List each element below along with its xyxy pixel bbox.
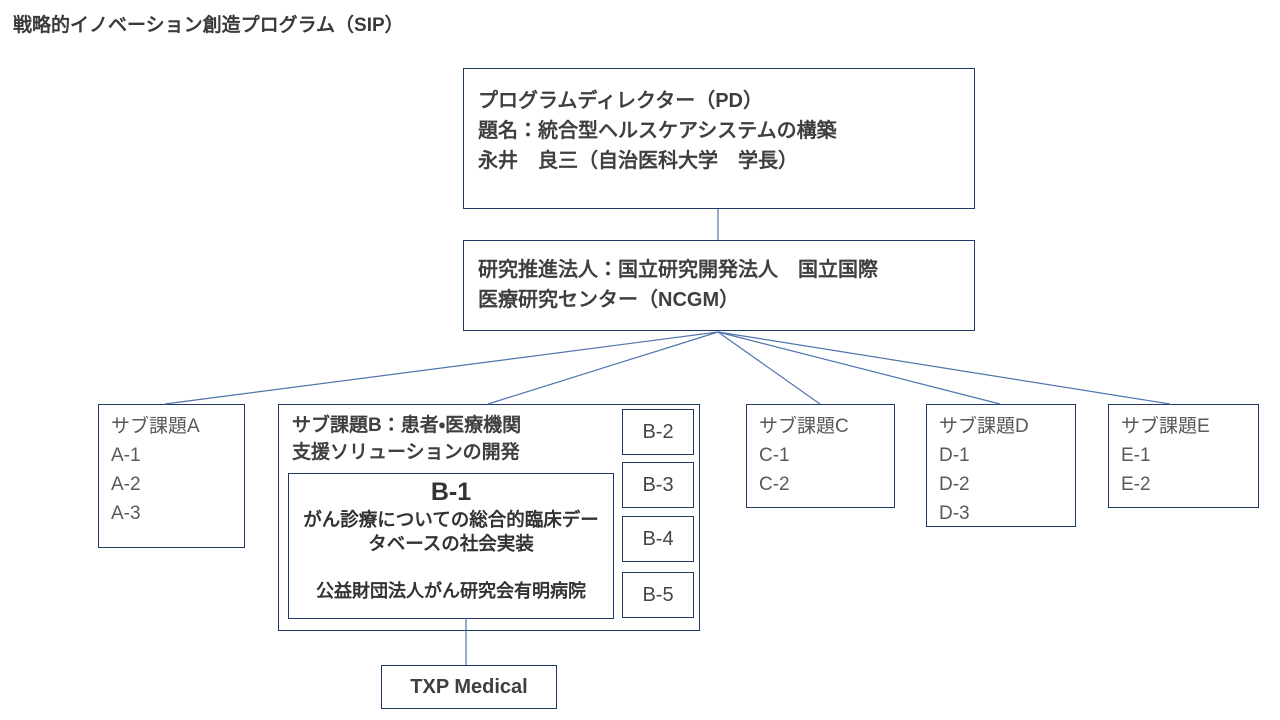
b2-label: B-2	[642, 420, 674, 443]
b3-box: B-3	[622, 462, 694, 508]
b3-label: B-3	[642, 473, 674, 496]
subtopic-d-item: D-3	[939, 503, 970, 524]
subtopic-e-title: サブ課題E	[1121, 416, 1210, 437]
subtopic-c-title: サブ課題C	[759, 416, 849, 437]
subtopic-a-item: A-3	[111, 503, 141, 524]
subtopic-c-item: C-2	[759, 474, 790, 495]
txp-medical-box: TXP Medical	[381, 665, 557, 709]
b1-description: がん診療についての総合的臨床デー タベースの社会実装	[289, 508, 613, 556]
pd-line-theme: 題名：統合型ヘルスケアシステムの構築	[478, 120, 837, 142]
connector-agency-to-subtopic-e	[717, 331, 1171, 405]
subtopic-a-box: サブ課題A A-1 A-2 A-3	[98, 404, 245, 548]
agency-line-2: 医療研究センター（NCGM）	[478, 289, 740, 311]
subtopic-a-item: A-1	[111, 445, 141, 466]
page-title: 戦略的イノベーション創造プログラム（SIP）	[13, 15, 404, 36]
subtopic-c-item: C-1	[759, 445, 790, 466]
subtopic-b-title-line-1: サブ課題B：患者・医療機関	[292, 415, 522, 436]
subtopic-c-box: サブ課題C C-1 C-2	[746, 404, 895, 508]
connector-agency-to-subtopic-b	[487, 331, 719, 405]
subtopic-d-box: サブ課題D D-1 D-2 D-3	[926, 404, 1076, 527]
subtopic-e-item: E-1	[1121, 445, 1151, 466]
b1-organization: 公益財団法人がん研究会有明病院	[316, 581, 586, 601]
pd-line-role: プログラムディレクター（PD）	[478, 90, 763, 112]
b4-label: B-4	[642, 527, 674, 550]
subtopic-e-box: サブ課題E E-1 E-2	[1108, 404, 1259, 508]
b5-label: B-5	[642, 583, 674, 606]
agency-line-1: 研究推進法人：国立研究開発法人 国立国際	[478, 259, 878, 281]
research-agency-box: 研究推進法人：国立研究開発法人 国立国際 医療研究センター（NCGM）	[463, 240, 975, 331]
connector-agency-to-subtopic-c	[717, 331, 821, 405]
b5-box: B-5	[622, 572, 694, 618]
subtopic-a-title: サブ課題A	[111, 416, 200, 437]
connector-agency-to-subtopic-a	[164, 331, 719, 405]
subtopic-e-item: E-2	[1121, 474, 1151, 495]
txp-medical-label: TXP Medical	[410, 675, 528, 698]
subtopic-a-item: A-2	[111, 474, 141, 495]
subtopic-d-item: D-2	[939, 474, 970, 495]
subtopic-d-title: サブ課題D	[939, 416, 1029, 437]
program-director-box: プログラムディレクター（PD） 題名：統合型ヘルスケアシステムの構築 永井 良三…	[463, 68, 975, 209]
subtopic-d-item: D-1	[939, 445, 970, 466]
b1-description-line-1: がん診療についての総合的臨床デー	[303, 509, 599, 530]
b1-description-line-2: タベースの社会実装	[368, 533, 534, 554]
pd-line-person: 永井 良三（自治医科大学 学長）	[478, 150, 798, 172]
subtopic-b-title: サブ課題B：患者・医療機関 支援ソリューションの開発	[279, 405, 699, 466]
b2-box: B-2	[622, 409, 694, 455]
b1-box: B-1 がん診療についての総合的臨床デー タベースの社会実装 公益財団法人がん研…	[288, 473, 614, 619]
subtopic-b-title-line-2: 支援ソリューションの開発	[292, 442, 520, 463]
b4-box: B-4	[622, 516, 694, 562]
b1-label: B-1	[430, 478, 472, 506]
connector-agency-to-subtopic-d	[717, 331, 1001, 405]
